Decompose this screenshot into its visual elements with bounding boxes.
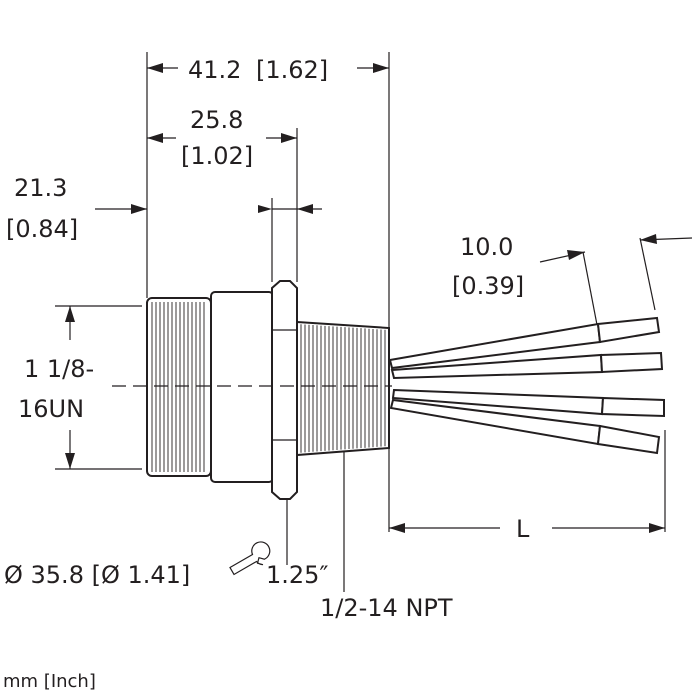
- dimension-front: [95, 204, 322, 214]
- length-label: L: [516, 515, 530, 543]
- dim-strip-in: [0.39]: [452, 272, 524, 300]
- dimension-thread: [65, 306, 75, 469]
- middle-body: [210, 291, 274, 483]
- wires: [388, 316, 665, 455]
- dim-body-mm: 25.8: [190, 106, 243, 134]
- dim-strip-mm: 10.0: [460, 233, 513, 261]
- hex-nut: [271, 280, 298, 500]
- wire-2: [390, 351, 664, 380]
- dim-total-mm: 41.2: [188, 56, 241, 84]
- dim-body-in: [1.02]: [181, 142, 253, 170]
- front-thread: [146, 297, 212, 477]
- npt-thread-lines: [300, 324, 386, 453]
- npt-label: 1/2-14 NPT: [320, 594, 453, 622]
- dimension-total: [147, 63, 389, 73]
- diameter-label: Ø 35.8 [Ø 1.41]: [4, 561, 190, 589]
- wrench-icon: [229, 541, 271, 576]
- npt-thread: [296, 320, 390, 457]
- dim-total-in: [1.62]: [256, 56, 328, 84]
- front-thread-lines: [151, 302, 205, 472]
- dim-front-in: [0.84]: [6, 215, 78, 243]
- dimension-strip: [539, 234, 693, 331]
- thread-spec-line1: 1 1/8-: [24, 355, 94, 383]
- wire-3: [391, 388, 665, 418]
- connector-body: [146, 280, 390, 500]
- wire-4: [389, 398, 661, 455]
- thread-spec-line2: 16UN: [18, 395, 84, 423]
- dimension-length: [389, 523, 665, 533]
- extension-lines: [55, 52, 666, 592]
- dimension-body: [147, 133, 297, 143]
- dim-front-mm: 21.3: [14, 174, 67, 202]
- units-label: mm [Inch]: [3, 671, 96, 692]
- wrench-size-label: 1.25″: [266, 561, 328, 589]
- wire-1: [388, 316, 661, 370]
